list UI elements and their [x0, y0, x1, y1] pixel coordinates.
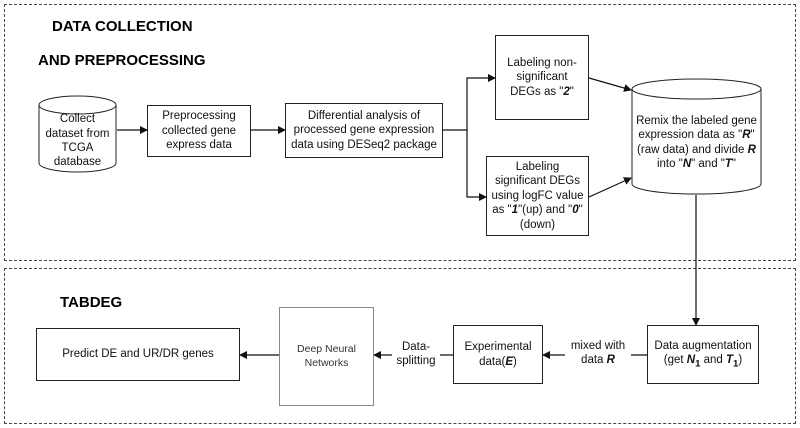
cylinder-shape — [38, 95, 117, 173]
node-deep-neural-networks: Deep Neural Networks — [279, 307, 374, 406]
node-remix-data: Remix the labeled gene expression data a… — [631, 78, 762, 195]
edge-label-split: Data-splitting — [392, 340, 440, 369]
augment-label: Data augmentation (get N1 and T1) — [654, 339, 752, 370]
node-predict-genes: Predict DE and UR/DR genes — [36, 328, 240, 381]
section-title-tabdeg: TABDEG — [60, 294, 123, 311]
arrow-differential-to-sig — [466, 130, 487, 201]
experimental-label: Experimental data(E) — [464, 341, 532, 368]
section-title-line2: AND PREPROCESSING — [38, 52, 206, 69]
section-data-collection — [4, 4, 796, 261]
section-title-line1: DATA COLLECTION — [52, 18, 193, 35]
section-tabdeg — [4, 268, 796, 424]
sig-label: Labeling significant DEGs using logFC va… — [491, 161, 584, 231]
node-experimental-data: Experimental data(E) — [453, 325, 543, 384]
node-labeling-significant: Labeling significant DEGs using logFC va… — [486, 156, 589, 236]
edge-label-mixed: mixed with data R — [565, 339, 631, 368]
arrow-sig-to-remix — [588, 177, 632, 198]
node-differential-analysis: Differential analysis of processed gene … — [285, 103, 443, 158]
node-labeling-nonsignificant: Labeling non-significant DEGs as "2" — [495, 35, 589, 120]
nonsig-label: Labeling non-significant DEGs as "2" — [507, 56, 577, 98]
remix-label: Remix the labeled gene expression data a… — [636, 114, 757, 170]
node-collect-dataset: Collect dataset from TCGA database — [38, 95, 117, 173]
cylinder-shape — [631, 78, 762, 195]
node-preprocessing: Preprocessing collected gene express dat… — [147, 105, 251, 157]
collect-label: Collect dataset from TCGA database — [45, 113, 110, 169]
arrow-differential-to-nonsig — [443, 74, 496, 131]
node-data-augmentation: Data augmentation (get N1 and T1) — [647, 325, 759, 384]
arrow-nonsig-to-remix — [588, 77, 632, 92]
